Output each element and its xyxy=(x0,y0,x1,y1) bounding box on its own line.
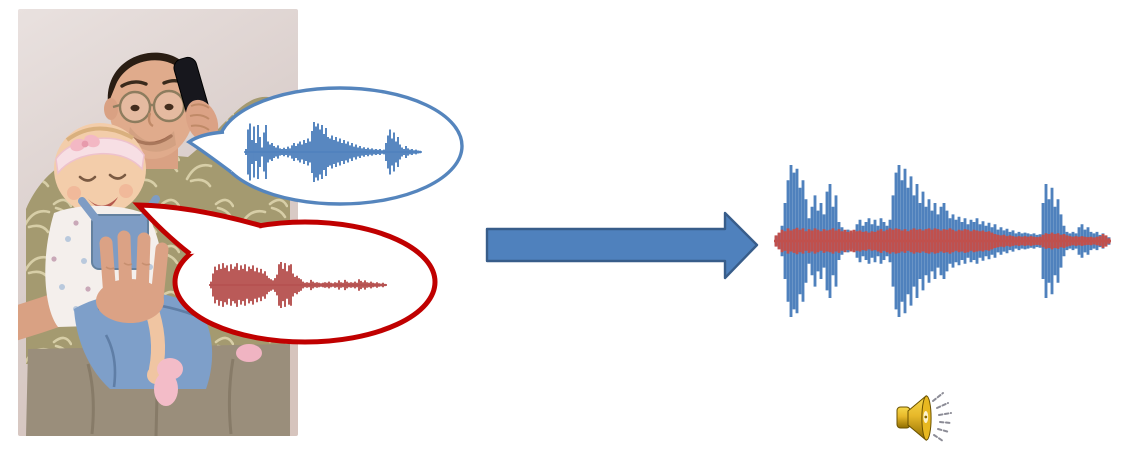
man-hair xyxy=(107,52,197,104)
speaker-icon[interactable] xyxy=(896,392,952,442)
bubble-tail-to-baby xyxy=(132,202,263,256)
headband-bow xyxy=(70,134,100,152)
mixed-signal-waveform xyxy=(774,165,1111,317)
speech-bubble-baby xyxy=(132,202,438,345)
bubble-tail-to-man xyxy=(185,130,233,174)
mixing-arrow xyxy=(485,211,759,280)
speaker-sound-rays xyxy=(932,392,952,442)
man-head xyxy=(104,52,197,169)
mixture-red-waveform xyxy=(774,227,1111,255)
baby-cry-waveform xyxy=(209,262,387,308)
man-hand-on-phone xyxy=(185,99,219,143)
man-hand-holding-baby xyxy=(96,230,169,323)
speech-bubble-man xyxy=(185,86,464,206)
man-speech-waveform xyxy=(244,122,422,182)
baby-pink-sock xyxy=(154,344,262,406)
